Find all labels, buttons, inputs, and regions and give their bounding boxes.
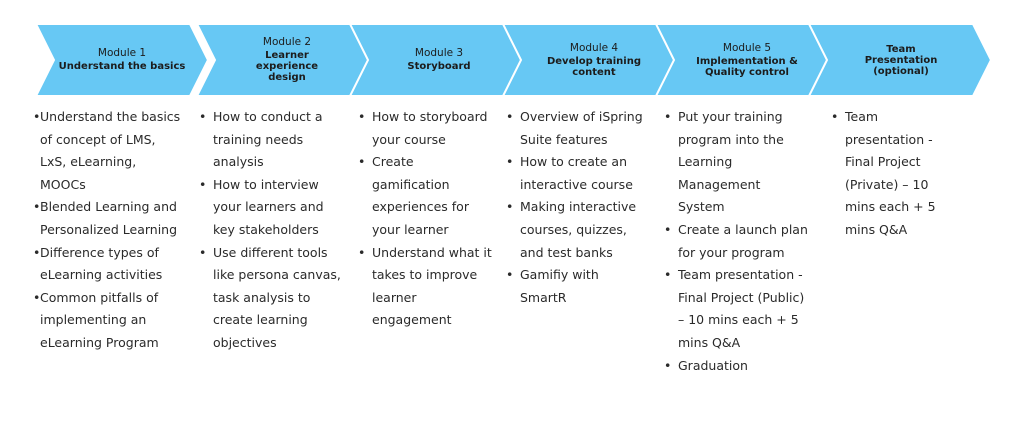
chevron-team-presentation: Team Presentation (optional) xyxy=(807,23,993,97)
list-item: Create gamification experiences for your… xyxy=(358,151,492,241)
list-item: Common pitfalls of implementing an eLear… xyxy=(33,287,185,355)
chevron-shape-icon xyxy=(807,23,993,97)
list-item: Use different tools like persona canvas,… xyxy=(199,242,341,355)
list-item: Team presentation - Final Project (Publi… xyxy=(664,264,810,354)
list-item: How to storyboard your course xyxy=(358,106,492,151)
team-presentation-topics: Team presentation - Final Project (Priva… xyxy=(831,106,957,242)
chevron-module-5: Module 5 Implementation & Quality contro… xyxy=(654,23,830,97)
list-item: Making interactive courses, quizzes, and… xyxy=(506,196,646,264)
chevron-module-1: Module 1 Understand the basics xyxy=(34,23,210,97)
module-5-topics: Put your training program into the Learn… xyxy=(664,106,810,377)
list-item: Difference types of eLearning activities xyxy=(33,242,185,287)
module-3-title: Storyboard xyxy=(407,61,471,72)
module-4-title: Develop training content xyxy=(546,55,642,78)
team-presentation-heading: Team Presentation (optional) xyxy=(849,24,953,96)
module-5-title: Implementation & Quality control xyxy=(696,55,798,78)
module-2-topics: How to conduct a training needs analysis… xyxy=(199,106,341,355)
list-item: Graduation xyxy=(664,355,810,378)
list-item: How to interview your learners and key s… xyxy=(199,174,341,242)
module-4-heading: Module 4 Develop training content xyxy=(533,24,655,96)
module-2-heading: Module 2 Learner experience design xyxy=(241,24,333,96)
module-3-heading: Module 3 Storyboard xyxy=(368,24,510,96)
module-1-heading: Module 1 Understand the basics xyxy=(54,24,190,96)
module-1-label: Module 1 xyxy=(97,47,147,59)
module-4-topics: Overview of iSpring Suite features How t… xyxy=(506,106,646,309)
list-item: Put your training program into the Learn… xyxy=(664,106,810,219)
chevron-module-3: Module 3 Storyboard xyxy=(348,23,524,97)
list-item: Team presentation - Final Project (Priva… xyxy=(831,106,957,242)
module-2-title: Learner experience design xyxy=(255,50,319,83)
module-1-title: Understand the basics xyxy=(58,61,186,72)
list-item: How to conduct a training needs analysis xyxy=(199,106,341,174)
list-item: Overview of iSpring Suite features xyxy=(506,106,646,151)
list-item: Gamifiy with SmartR xyxy=(506,264,646,309)
module-3-topics: How to storyboard your course Create gam… xyxy=(358,106,492,332)
module-3-label: Module 3 xyxy=(414,47,464,59)
chevron-shape-icon xyxy=(34,23,210,97)
list-item: Create a launch plan for your program xyxy=(664,219,810,264)
list-item: Blended Learning and Personalized Learni… xyxy=(33,196,185,241)
module-2-label: Module 2 xyxy=(262,36,312,48)
team-presentation-title: Team Presentation (optional) xyxy=(864,43,938,77)
list-item: Understand what it takes to improve lear… xyxy=(358,242,492,332)
module-1-topics: Understand the basics of concept of LMS,… xyxy=(33,106,185,355)
module-5-label: Module 5 xyxy=(722,41,772,54)
module-4-label: Module 4 xyxy=(569,41,619,54)
chevron-module-2: Module 2 Learner experience design xyxy=(195,23,371,97)
module-5-heading: Module 5 Implementation & Quality contro… xyxy=(682,24,812,96)
list-item: How to create an interactive course xyxy=(506,151,646,196)
chevron-module-4: Module 4 Develop training content xyxy=(501,23,677,97)
list-item: Understand the basics of concept of LMS,… xyxy=(33,106,185,196)
